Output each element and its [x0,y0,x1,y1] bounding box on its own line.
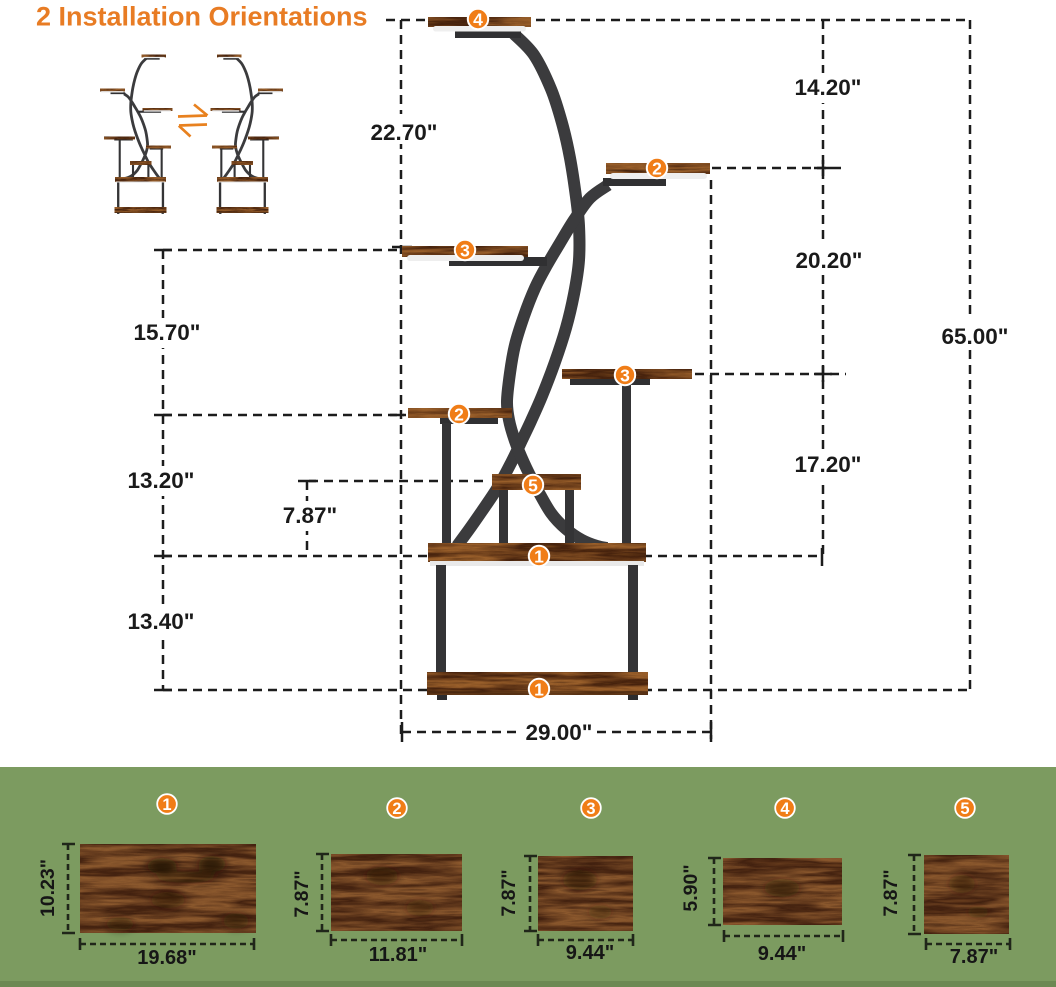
svg-text:15.70": 15.70" [134,320,201,345]
svg-text:13.20": 13.20" [128,468,195,493]
svg-text:3: 3 [586,800,595,818]
svg-text:3: 3 [460,240,470,260]
svg-text:5.90": 5.90" [680,864,702,911]
svg-text:17.20": 17.20" [795,452,862,477]
svg-text:20.20": 20.20" [796,248,863,273]
svg-text:10.23": 10.23" [37,859,59,917]
svg-text:7.87": 7.87" [498,869,520,916]
svg-text:11.81": 11.81" [369,944,427,966]
svg-text:7.87": 7.87" [283,503,337,528]
svg-text:3: 3 [620,365,630,385]
svg-text:1: 1 [534,546,544,566]
svg-text:9.44": 9.44" [566,942,614,964]
svg-text:1: 1 [534,679,544,699]
svg-text:22.70": 22.70" [371,120,438,145]
svg-text:9.44": 9.44" [758,943,806,965]
svg-text:14.20": 14.20" [795,75,862,100]
svg-text:2 Installation Orientations: 2 Installation Orientations [36,2,368,32]
svg-text:13.40": 13.40" [128,609,195,634]
svg-text:7.87": 7.87" [291,870,313,917]
svg-text:29.00": 29.00" [526,720,593,745]
svg-text:65.00": 65.00" [942,324,1009,349]
svg-text:4: 4 [473,9,483,29]
svg-text:1: 1 [162,796,171,814]
svg-text:7.87": 7.87" [880,869,902,916]
svg-text:5: 5 [528,475,538,495]
svg-text:4: 4 [780,800,790,818]
svg-text:19.68": 19.68" [137,947,197,969]
svg-text:5: 5 [960,800,969,818]
svg-text:2: 2 [392,800,401,818]
svg-text:2: 2 [652,158,662,178]
svg-text:7.87": 7.87" [950,946,998,968]
svg-text:2: 2 [454,404,464,424]
